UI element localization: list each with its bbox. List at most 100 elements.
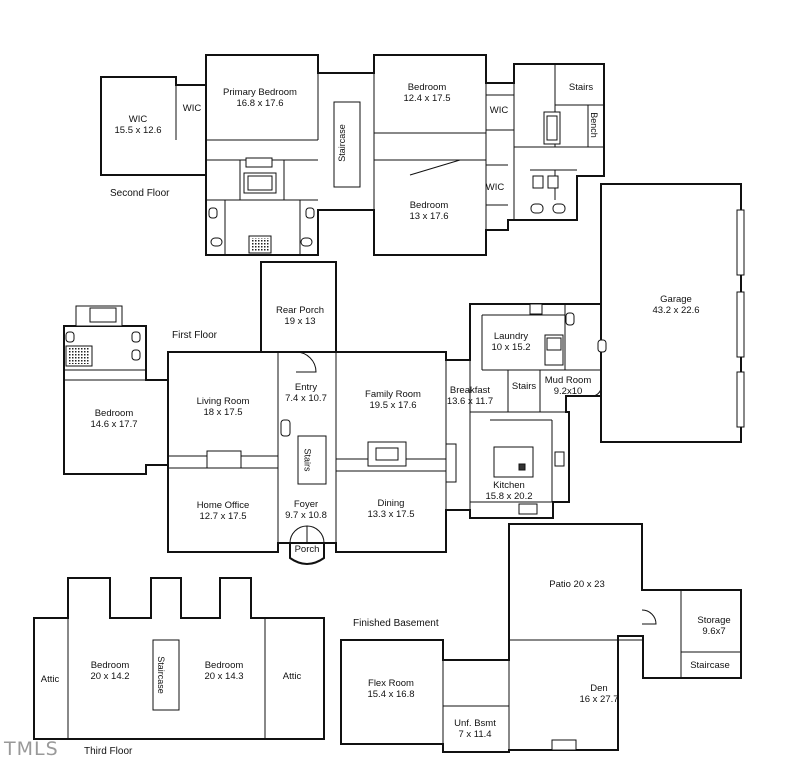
room-dimensions: 20 x 14.3 bbox=[204, 671, 244, 682]
room-kitchen: Kitchen 15.8 x 20.2 bbox=[485, 480, 532, 502]
room-wic-small: WIC bbox=[183, 103, 201, 114]
room-home-office: Home Office 12.7 x 17.5 bbox=[197, 500, 250, 522]
room-name: WIC bbox=[489, 105, 509, 116]
room-dimensions: 13.3 x 17.5 bbox=[367, 509, 415, 520]
room-name: Attic bbox=[282, 671, 302, 682]
room-name: Bedroom bbox=[90, 660, 130, 671]
room-name: Primary Bedroom bbox=[223, 87, 297, 98]
room-bedroom-2f-b: Bedroom 13 x 17.6 bbox=[409, 200, 448, 222]
room-dimensions: 7.4 x 10.7 bbox=[285, 393, 327, 404]
room-staircase-3f: Staircase bbox=[155, 656, 166, 694]
room-name: Bedroom bbox=[409, 200, 449, 211]
room-attic-left: Attic bbox=[41, 674, 59, 685]
room-dimensions: 9.7 x 10.8 bbox=[285, 510, 327, 521]
room-name: Storage bbox=[697, 615, 731, 626]
room-dimensions: 19 x 13 bbox=[284, 316, 316, 327]
second-floor-fixtures bbox=[208, 101, 566, 254]
room-dimensions: 19.5 x 17.6 bbox=[369, 400, 417, 411]
room-dimensions: 20 x 14.2 bbox=[90, 671, 130, 682]
room-name: Entry bbox=[294, 382, 318, 393]
room-dimensions: 13 x 17.6 bbox=[409, 211, 449, 222]
first-floor-walls bbox=[63, 261, 602, 565]
room-name: Mud Room bbox=[544, 375, 592, 386]
room-name: Bedroom bbox=[407, 82, 447, 93]
third-floor-label: Third Floor bbox=[84, 746, 133, 757]
room-primary-bedroom: Primary Bedroom 16.8 x 17.6 bbox=[223, 87, 297, 109]
room-wic-2f-b: WIC bbox=[486, 182, 504, 193]
room-family-room: Family Room 19.5 x 17.6 bbox=[365, 389, 421, 411]
room-storage: Storage 9.6x7 bbox=[697, 615, 730, 637]
room-name: Home Office bbox=[196, 500, 250, 511]
room-dimensions: 16.8 x 17.6 bbox=[236, 98, 284, 109]
room-foyer: Foyer 9.7 x 10.8 bbox=[285, 499, 327, 521]
room-garage: Garage 43.2 x 22.6 bbox=[652, 294, 699, 316]
first-floor-fixtures bbox=[65, 303, 607, 515]
mls-logo: TMLS bbox=[4, 738, 59, 760]
room-dimensions: 43.2 x 22.6 bbox=[652, 305, 700, 316]
room-name: WIC bbox=[485, 182, 505, 193]
room-bedroom-3f-b: Bedroom 20 x 14.3 bbox=[204, 660, 243, 682]
room-name: Attic bbox=[40, 674, 60, 685]
room-dimensions: 15.8 x 20.2 bbox=[485, 491, 533, 502]
room-name: Bedroom bbox=[204, 660, 244, 671]
room-dimensions: 13.6 x 11.7 bbox=[446, 396, 494, 407]
room-wic-main: WIC 15.5 x 12.6 bbox=[114, 114, 161, 136]
room-dimensions: 9.6x7 bbox=[702, 626, 726, 637]
room-name: Rear Porch bbox=[275, 305, 325, 316]
room-name: Den bbox=[590, 683, 608, 694]
room-dimensions: 16 x 27.7 bbox=[579, 694, 619, 705]
room-porch: Porch bbox=[295, 544, 320, 555]
first-floor-label: First Floor bbox=[172, 330, 217, 341]
room-wic-2f-a: WIC bbox=[490, 105, 508, 116]
room-name: Porch bbox=[294, 544, 320, 555]
room-den: Den 16 x 27.7 bbox=[579, 683, 618, 705]
room-dimensions: 14.6 x 17.7 bbox=[90, 419, 138, 430]
room-bedroom-3f-a: Bedroom 20 x 14.2 bbox=[90, 660, 129, 682]
second-floor-walls bbox=[100, 54, 605, 256]
room-dimensions: 12.7 x 17.5 bbox=[199, 511, 247, 522]
room-name: Patio 20 x 23 bbox=[549, 579, 605, 590]
room-stairs-1f-b: Stairs bbox=[302, 448, 313, 472]
room-living-room: Living Room 18 x 17.5 bbox=[197, 396, 250, 418]
room-dimensions: 9.2x10 bbox=[553, 386, 583, 397]
room-dimensions: 15.4 x 16.8 bbox=[367, 689, 415, 700]
room-stairs-2f: Stairs bbox=[569, 82, 593, 93]
room-name: Bedroom bbox=[94, 408, 134, 419]
room-bedroom-1f: Bedroom 14.6 x 17.7 bbox=[90, 408, 137, 430]
room-laundry: Laundry 10 x 15.2 bbox=[491, 331, 530, 353]
room-patio: Patio 20 x 23 bbox=[549, 579, 604, 590]
room-bench: Bench bbox=[588, 112, 599, 138]
room-name: Unf. Bsmt bbox=[454, 718, 496, 729]
third-floor-walls bbox=[33, 577, 325, 740]
room-name: Stairs bbox=[511, 381, 537, 392]
room-name: Laundry bbox=[493, 331, 529, 342]
room-flex-room: Flex Room 15.4 x 16.8 bbox=[367, 678, 414, 700]
room-dimensions: 15.5 x 12.6 bbox=[114, 125, 162, 136]
room-bedroom-2f-a: Bedroom 12.4 x 17.5 bbox=[403, 82, 450, 104]
room-dimensions: 7 x 11.4 bbox=[458, 729, 492, 740]
room-rear-porch: Rear Porch 19 x 13 bbox=[276, 305, 324, 327]
room-unf-bsmt: Unf. Bsmt 7 x 11.4 bbox=[454, 718, 496, 740]
room-staircase-2f: Staircase bbox=[336, 124, 347, 162]
room-attic-right: Attic bbox=[283, 671, 301, 682]
room-stairs-1f-a: Stairs bbox=[512, 381, 536, 392]
room-name: Flex Room bbox=[368, 678, 414, 689]
room-breakfast: Breakfast 13.6 x 11.7 bbox=[447, 385, 493, 407]
basement-walls bbox=[340, 523, 742, 753]
room-dimensions: 18 x 17.5 bbox=[203, 407, 243, 418]
basement-label: Finished Basement bbox=[353, 618, 439, 629]
room-dimensions: 12.4 x 17.5 bbox=[403, 93, 451, 104]
room-name: Staircase bbox=[690, 660, 730, 671]
room-staircase-bsmt: Staircase bbox=[690, 660, 730, 671]
second-floor-label: Second Floor bbox=[110, 188, 170, 199]
room-name: Dining bbox=[377, 498, 405, 509]
room-dimensions: 10 x 15.2 bbox=[491, 342, 531, 353]
room-mud-room: Mud Room 9.2x10 bbox=[545, 375, 591, 397]
room-name: Garage bbox=[660, 294, 692, 305]
room-dining: Dining 13.3 x 17.5 bbox=[367, 498, 414, 520]
room-name: WIC bbox=[128, 114, 148, 125]
room-name: Family Room bbox=[365, 389, 421, 400]
room-name: Kitchen bbox=[493, 480, 525, 491]
room-entry: Entry 7.4 x 10.7 bbox=[285, 382, 327, 404]
